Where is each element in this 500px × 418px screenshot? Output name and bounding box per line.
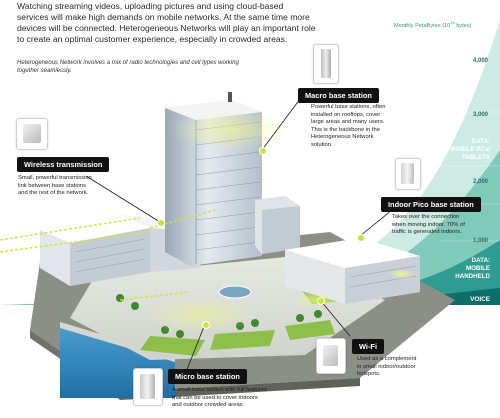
- macro-device-card: [313, 44, 339, 84]
- pico-device-card: [395, 158, 421, 190]
- macro-station-dot: [259, 147, 267, 155]
- category-pcs-tablets: DATA:MOBILE PCs/TABLETS: [450, 138, 490, 161]
- pico-station-dot: [357, 234, 365, 242]
- transmission-unit-icon: [23, 124, 41, 143]
- intro-subtext: Heterogeneous Network involves a mix of …: [17, 60, 239, 74]
- tick-label: 3,000: [472, 112, 488, 118]
- wireless-label: Wireless transmission: [17, 157, 110, 172]
- micro-unit-icon: [140, 374, 155, 399]
- tick-label: 2,000: [472, 179, 488, 185]
- year-label: 2015: [427, 87, 439, 93]
- intro-text: Watching streaming videos, uploading pic…: [17, 1, 316, 44]
- macro-label: Macro base station: [298, 88, 379, 103]
- wifi-access-point-icon: [323, 345, 338, 366]
- tick-label: 4,000: [472, 58, 488, 64]
- tick-label: 1,000: [472, 238, 488, 244]
- pico-unit-icon: [401, 163, 414, 184]
- wireless-dot: [157, 219, 165, 227]
- micro-station-dot: [202, 321, 210, 329]
- wifi-dot: [317, 297, 325, 305]
- macro-antenna-icon: [321, 49, 331, 78]
- year-label: 2008: [6, 289, 18, 295]
- macro-description: Powerful base stations, often installed …: [311, 104, 386, 148]
- micro-description: A small base station with full features …: [172, 387, 268, 409]
- chart-axis-title: Monthly PetaBytes (1015 bytes): [394, 20, 472, 29]
- micro-label: Micro base station: [168, 369, 247, 384]
- micro-device-card: [133, 368, 163, 406]
- wireless-device-card: [16, 118, 48, 150]
- pico-label: Indoor Pico base station: [381, 197, 481, 212]
- wireless-description: Small, powerful transmission link betwee…: [18, 175, 92, 197]
- category-voice: VOICE: [470, 296, 490, 303]
- year-label: 2013: [312, 204, 324, 210]
- wifi-label: Wi-Fi: [352, 339, 384, 354]
- wifi-device-card: [316, 338, 346, 374]
- wifi-description: Used as a complement in small indoor/out…: [357, 356, 417, 378]
- pico-description: Takes over the connection when moving in…: [392, 214, 465, 236]
- year-label: 2014: [368, 157, 380, 163]
